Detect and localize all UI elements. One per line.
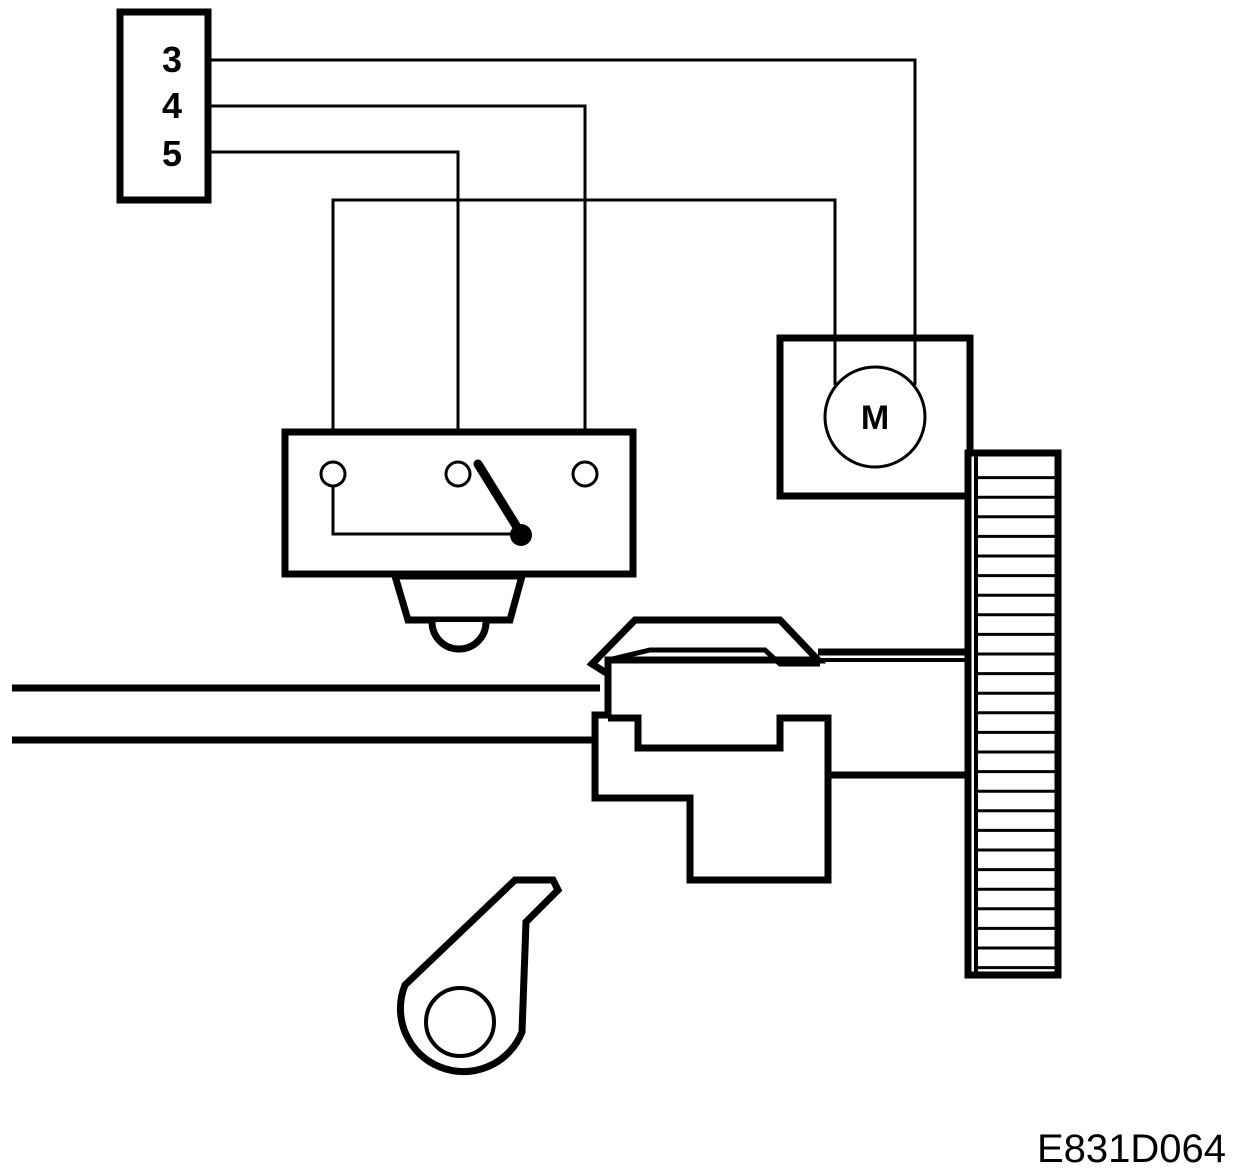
switch-terminal-left xyxy=(319,460,347,488)
figure-id: E831D064 xyxy=(1037,1127,1226,1171)
motor-symbol xyxy=(823,365,927,469)
wiring xyxy=(208,58,917,462)
gear-teeth xyxy=(976,476,1056,970)
switch-roller xyxy=(428,621,490,653)
microswitch xyxy=(281,428,637,653)
rotary-cam xyxy=(396,876,563,1076)
connector-pin-5-label: 5 xyxy=(162,133,182,174)
connector-housing xyxy=(116,8,212,204)
switch-pivot xyxy=(510,524,532,546)
motor: M xyxy=(776,334,974,500)
gear-rack xyxy=(964,449,1062,979)
cam-body-left-edge xyxy=(591,672,832,884)
motor-housing xyxy=(776,334,974,500)
drive-arm-assembly xyxy=(586,616,968,884)
switch-actuator xyxy=(390,572,527,624)
connector: 3 4 5 xyxy=(116,8,212,204)
shaft xyxy=(12,684,600,744)
wire-pin-4-to-switch xyxy=(208,104,587,462)
wire-pin-3-to-motor xyxy=(208,58,917,380)
upper-cam-inner-edge xyxy=(607,647,820,667)
wire-switch-to-motor xyxy=(331,198,837,462)
microswitch-body xyxy=(281,428,637,578)
switch-contact-lever xyxy=(473,459,525,537)
connector-pin-4-label: 4 xyxy=(162,85,182,126)
connector-pin-3-label: 3 xyxy=(162,39,182,80)
wire-pin-5-to-switch xyxy=(208,150,460,462)
switch-internal-wire xyxy=(331,486,520,536)
switch-terminal-common xyxy=(444,460,472,488)
switch-terminal-right xyxy=(571,460,599,488)
rotary-cam-hub xyxy=(424,986,496,1058)
motor-label: M xyxy=(861,399,889,437)
